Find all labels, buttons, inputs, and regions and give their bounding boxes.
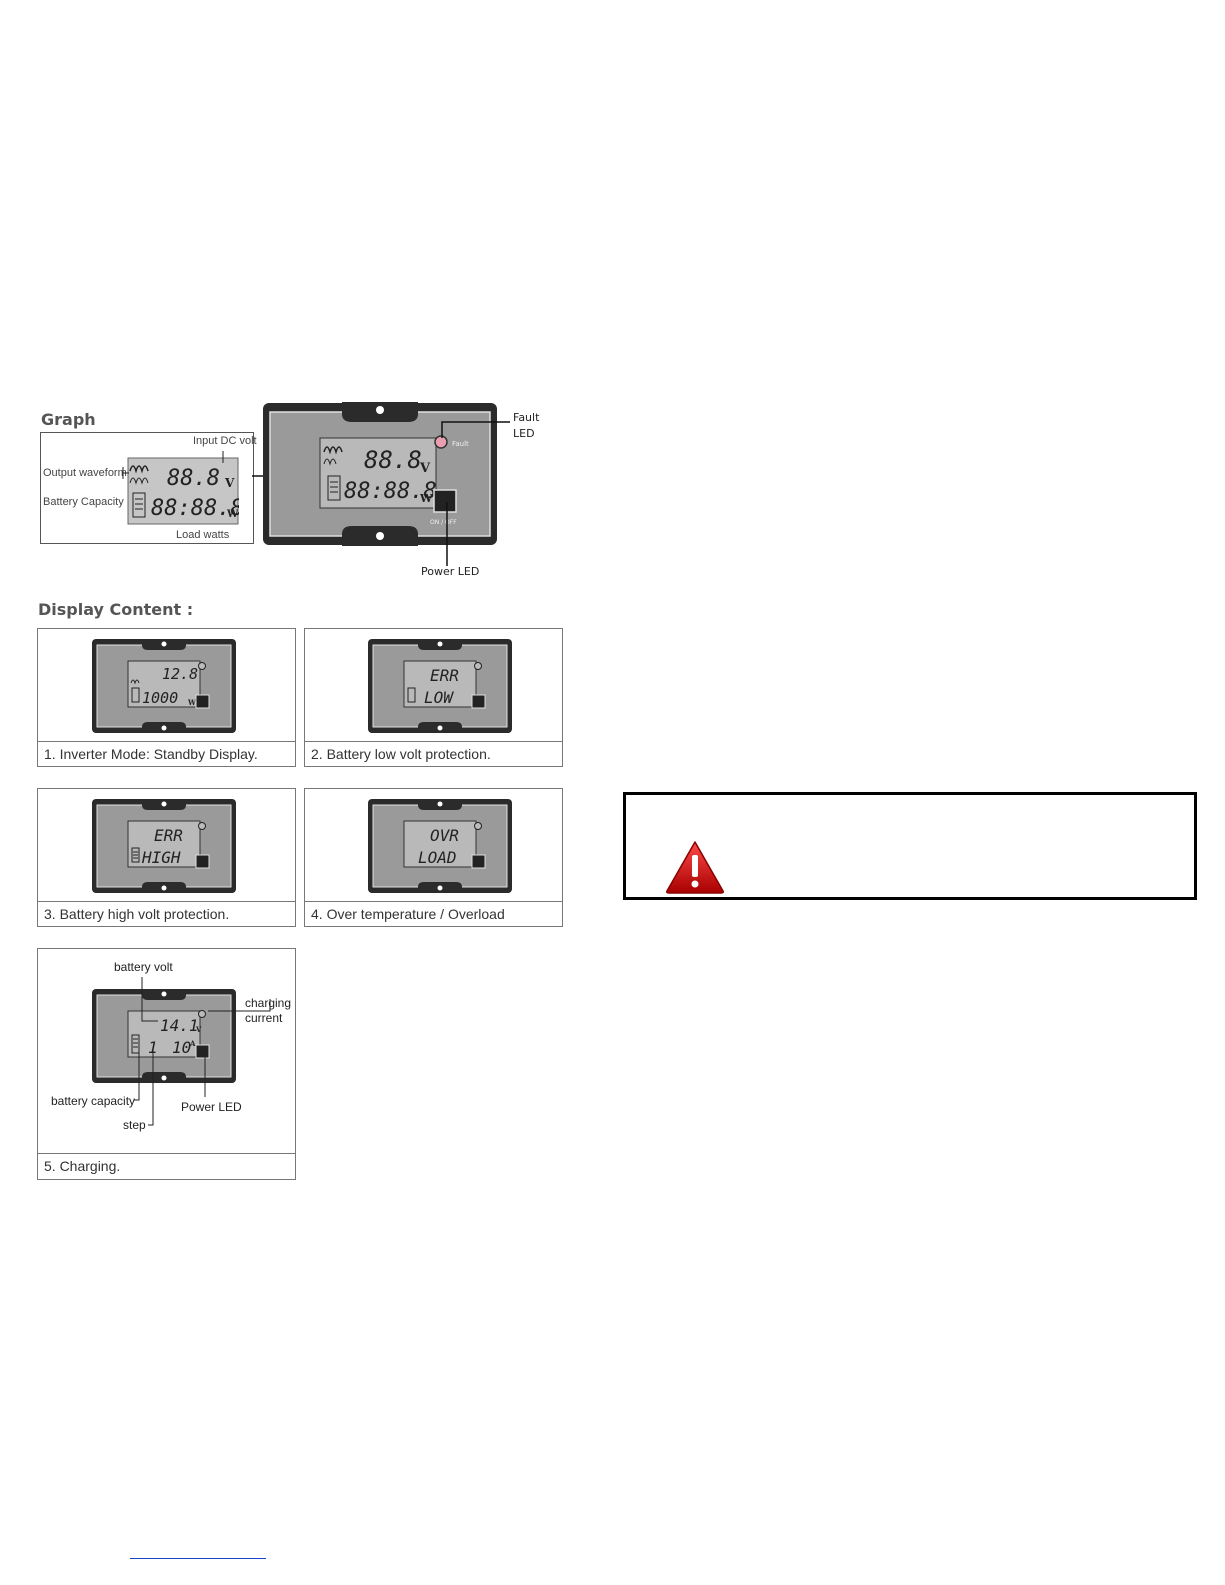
input-dc-volt-label: Input DC volt — [193, 435, 257, 447]
power-led-callout: Power LED — [421, 565, 480, 578]
fault-led-callout: Fault LED — [513, 411, 540, 440]
panel-2-caption: 2. Battery low volt protection. — [311, 746, 491, 762]
main-lcd-top: 88.8 — [364, 446, 422, 474]
panel-2-bottom: LOW — [424, 688, 454, 707]
panel-3-caption: 3. Battery high volt protection. — [44, 906, 230, 922]
svg-text:A: A — [189, 1039, 196, 1048]
main-lcd-unit-bottom: W — [419, 492, 433, 505]
graph-legend-box: Input DC volt Output waveform Battery Ca… — [40, 432, 257, 544]
panel-1-bottom: 1000 — [142, 689, 178, 707]
svg-text:V: V — [224, 476, 235, 490]
panel-3-illustration: ERR HIGH — [92, 799, 236, 893]
panel-1-illustration: 12.8 1000 W — [92, 639, 236, 733]
panel-2-illustration: ERR LOW — [368, 639, 512, 733]
warning-box — [623, 792, 1197, 900]
panel-1-top: 12.8 — [162, 665, 198, 683]
display-content-title: Display Content : — [38, 600, 194, 619]
battery-capacity-callout: battery capacity — [51, 1094, 136, 1108]
on-off-text: ON / OFF — [430, 519, 457, 526]
fault-text: Fault — [452, 440, 469, 448]
panel-5-caption: 5. Charging. — [44, 1158, 121, 1174]
battery-volt-label: battery volt — [114, 960, 173, 974]
display-panel-1: 12.8 1000 W 1. Inverter Mode: Standby Di… — [37, 628, 296, 767]
warning-triangle-icon — [666, 841, 724, 894]
load-watts-label: Load watts — [176, 529, 230, 541]
svg-text:W: W — [187, 698, 196, 707]
legend-lcd-bottom: 88:88.8 — [151, 496, 239, 521]
legend-lcd-illustration: 88.8 V 88:88.8 W — [127, 457, 239, 525]
panel-5-step-value: 1 — [148, 1038, 158, 1057]
display-panel-5: 14.1 V 1 10 A battery volt charging curr… — [37, 948, 296, 1180]
panel-4-top: OVR — [430, 826, 459, 845]
graph-title: Graph — [41, 410, 96, 429]
battery-capacity-label: Battery Capacity — [43, 496, 124, 508]
main-lcd-bottom: 88:88.8 — [344, 479, 437, 504]
power-led-label: Power LED — [181, 1100, 242, 1114]
fault-led-icon — [434, 435, 448, 449]
legend-lcd-top: 88.8 — [167, 466, 220, 491]
panel-5-top: 14.1 — [160, 1016, 199, 1035]
panel-4-caption: 4. Over temperature / Overload — [311, 906, 505, 922]
svg-text:V: V — [195, 1025, 202, 1034]
step-label: step — [123, 1118, 146, 1132]
output-waveform-label: Output waveform — [43, 467, 127, 479]
panel-3-top: ERR — [154, 826, 183, 845]
main-lcd-unit-top: V — [419, 461, 431, 476]
panel-5-illustration: 14.1 V 1 10 A — [92, 989, 236, 1083]
display-panel-4: OVR LOAD 4. Over temperature / Overload — [304, 788, 563, 927]
footer-link-underline — [130, 1558, 266, 1559]
panel-1-caption: 1. Inverter Mode: Standby Display. — [44, 746, 258, 762]
display-panel-3: ERR HIGH 3. Battery high volt protection… — [37, 788, 296, 927]
power-button-icon — [433, 489, 457, 513]
svg-text:W: W — [226, 509, 239, 520]
display-panel-2: ERR LOW 2. Battery low volt protection. — [304, 628, 563, 767]
main-panel-illustration: 88.8 V 88:88.8 W Fault ON / OFF — [263, 402, 497, 546]
panel-4-illustration: OVR LOAD — [368, 799, 512, 893]
panel-3-bottom: HIGH — [141, 848, 181, 867]
panel-2-top: ERR — [430, 666, 459, 685]
panel-4-bottom: LOAD — [418, 848, 457, 867]
charging-current-label: charging current — [245, 996, 292, 1025]
panel-5-bottom: 10 — [172, 1038, 191, 1057]
